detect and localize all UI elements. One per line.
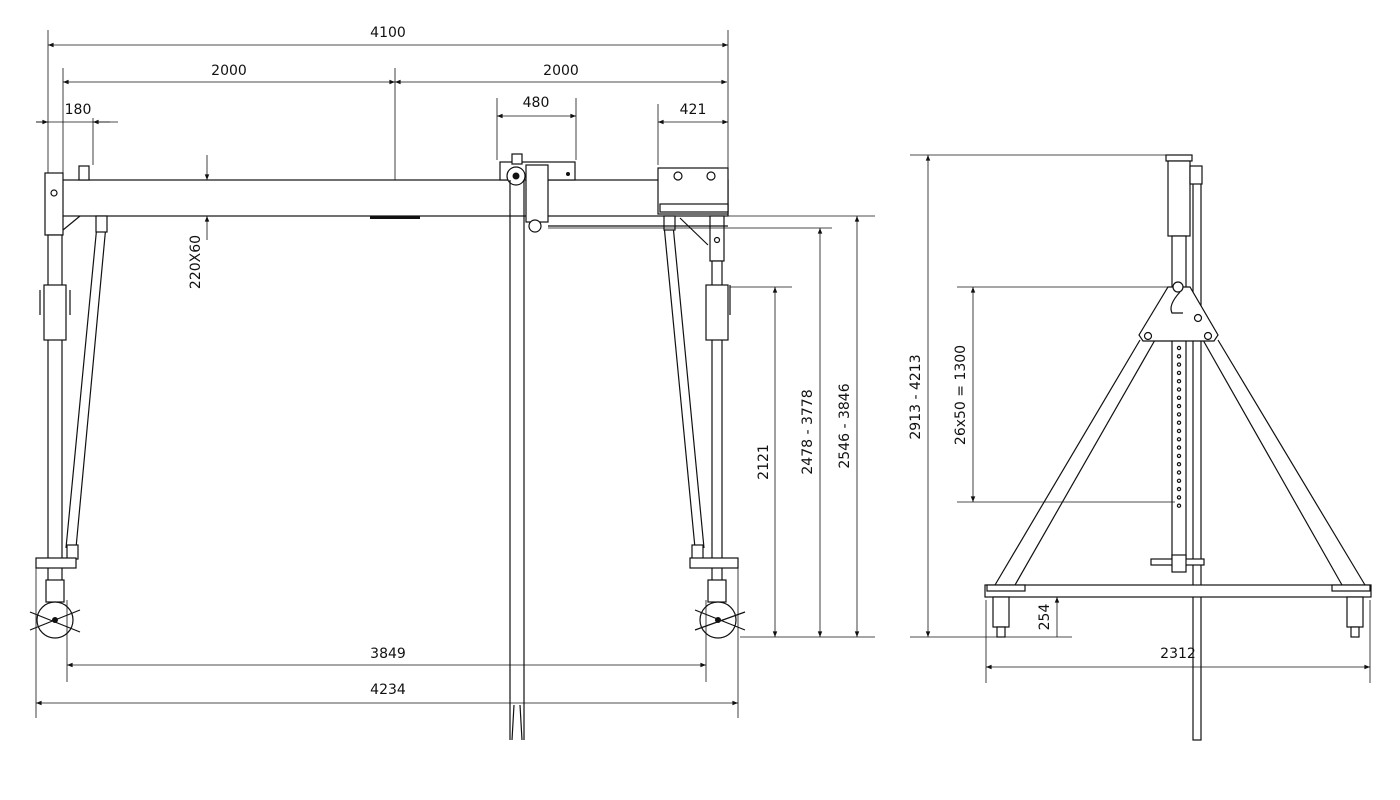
dim-overall-beam: 4100 xyxy=(370,25,406,41)
dim-inner-width: 3849 xyxy=(370,646,406,662)
dim-end-offset: 180 xyxy=(65,102,92,118)
adjust-hole xyxy=(1176,379,1182,384)
main-beam xyxy=(47,179,729,217)
dim-outer-width: 4234 xyxy=(370,682,406,698)
dim-trolley-width: 480 xyxy=(523,95,550,111)
dim-total-height-range: 2913 - 4213 xyxy=(908,354,924,439)
dim-half-left: 2000 xyxy=(211,63,247,79)
dim-ground-clearance: 254 xyxy=(1037,604,1053,631)
adjust-hole xyxy=(1176,403,1182,409)
trolley xyxy=(499,153,728,741)
dim-base-width: 2312 xyxy=(1160,646,1196,662)
adjust-hole xyxy=(1176,420,1182,425)
dim-beam-section: 220X60 xyxy=(188,235,204,289)
dim-end-plate: 421 xyxy=(680,102,707,118)
dim-leg-height: 2121 xyxy=(756,444,772,480)
adjust-holes xyxy=(1176,345,1182,508)
front-view: 220X60 4100 2000 2000 180 480 421 2121 2… xyxy=(29,25,875,741)
adjust-hole xyxy=(1176,462,1182,467)
adjust-hole xyxy=(1176,470,1182,475)
adjust-hole xyxy=(1176,478,1182,483)
dim-adjust-holes: 26x50 = 1300 xyxy=(953,345,969,445)
triangle-plate xyxy=(1138,286,1219,342)
dim-half-right: 2000 xyxy=(543,63,579,79)
adjust-hole xyxy=(1176,362,1182,367)
adjust-hole xyxy=(1176,412,1182,417)
adjust-hole xyxy=(1176,453,1182,459)
dim-hook-height-range: 2478 - 3778 xyxy=(800,389,816,474)
dim-beam-height-range: 2546 - 3846 xyxy=(837,383,853,468)
adjust-hole xyxy=(1176,495,1182,500)
adjust-hole xyxy=(1176,437,1182,442)
adjust-hole xyxy=(1176,503,1182,508)
adjust-hole xyxy=(1176,395,1182,400)
adjust-hole xyxy=(1176,445,1182,450)
adjust-hole xyxy=(1176,354,1182,359)
adjust-hole xyxy=(1176,428,1182,434)
adjust-hole xyxy=(1176,387,1182,392)
adjust-hole xyxy=(1176,486,1182,492)
adjust-hole xyxy=(1176,345,1182,351)
base-beam xyxy=(984,584,1372,598)
side-view: 2913 - 4213 26x50 = 1300 254 2312 xyxy=(908,154,1372,741)
adjust-hole xyxy=(1176,370,1182,376)
